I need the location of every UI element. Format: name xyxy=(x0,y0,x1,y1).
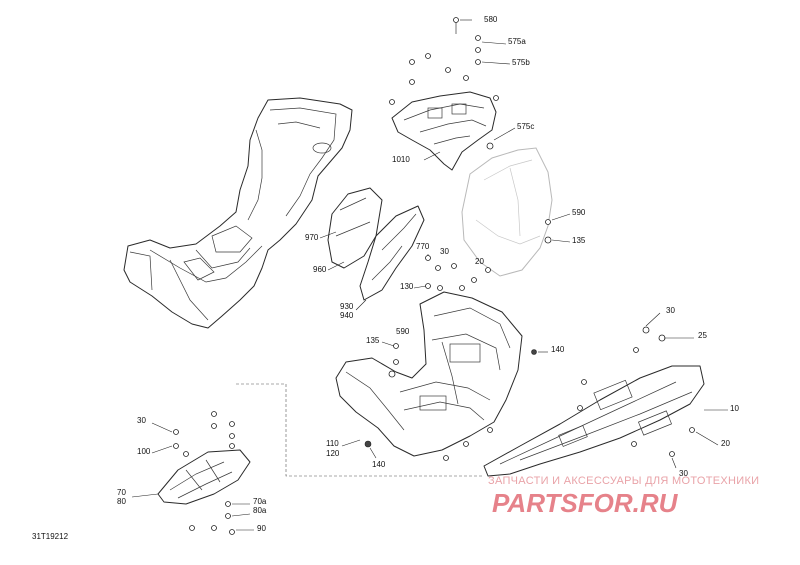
side-trim-930-940-part xyxy=(359,205,425,301)
callout-970: 970 xyxy=(305,233,319,242)
callout-labels: 580 575a 575b 575c 1010 590 135 970 770 30 20 960 13… xyxy=(117,15,739,533)
rear-body-fender-part xyxy=(123,97,353,329)
callout-940: 940 xyxy=(340,311,354,320)
footpeg-plate-70-80-part xyxy=(157,449,251,505)
callout-140: 140 xyxy=(551,345,565,354)
watermark-tagline: ЗАПЧАСТИ И АКСЕССУАРЫ ДЛЯ МОТОТЕХНИКИ xyxy=(488,475,759,487)
callout-100: 100 xyxy=(137,447,151,456)
fasteners-group xyxy=(173,17,695,535)
callout-575b: 575b xyxy=(512,58,530,67)
callout-120: 120 xyxy=(326,449,340,458)
callout-30: 30 xyxy=(137,416,146,425)
callout-580: 580 xyxy=(484,15,498,24)
callout-20: 20 xyxy=(475,257,484,266)
callout-590: 590 xyxy=(396,327,410,336)
callout-135: 135 xyxy=(572,236,586,245)
callout-20: 20 xyxy=(721,439,730,448)
figure-id-label: 31T19212 xyxy=(32,532,69,541)
leader-lines xyxy=(131,19,728,531)
watermark-brand: PARTSFOR.RU xyxy=(492,488,679,518)
callout-30: 30 xyxy=(679,469,688,478)
callout-135: 135 xyxy=(366,336,380,345)
rear-bracket-1010-part xyxy=(391,91,497,171)
callout-10: 10 xyxy=(730,404,739,413)
assembly-guide-dashed-line xyxy=(236,383,484,477)
side-panel-960-970-part xyxy=(327,187,383,269)
center-footrest-110-120-part xyxy=(335,291,523,457)
skid-plate-10-part xyxy=(483,365,705,477)
callout-575c: 575c xyxy=(517,122,534,131)
callout-110: 110 xyxy=(326,439,339,448)
callout-930: 930 xyxy=(340,302,354,311)
callout-70a: 70a xyxy=(253,497,267,506)
watermark: ЗАПЧАСТИ И АКСЕССУАРЫ ДЛЯ МОТОТЕХНИКИ PA… xyxy=(488,475,759,518)
callout-80a: 80a xyxy=(253,506,267,515)
callout-140: 140 xyxy=(372,460,386,469)
callout-25: 25 xyxy=(698,331,707,340)
front-fender-reference-ghost xyxy=(461,147,553,277)
callout-90: 90 xyxy=(257,524,266,533)
callout-30: 30 xyxy=(440,247,449,256)
callout-30: 30 xyxy=(666,306,675,315)
callout-70: 70 xyxy=(117,488,126,497)
callout-80: 80 xyxy=(117,497,126,506)
callout-575a: 575a xyxy=(508,37,526,46)
callout-770: 770 xyxy=(416,242,430,251)
callout-1010: 1010 xyxy=(392,155,410,164)
callout-130: 130 xyxy=(400,282,414,291)
callout-590: 590 xyxy=(572,208,586,217)
callout-960: 960 xyxy=(313,265,327,274)
